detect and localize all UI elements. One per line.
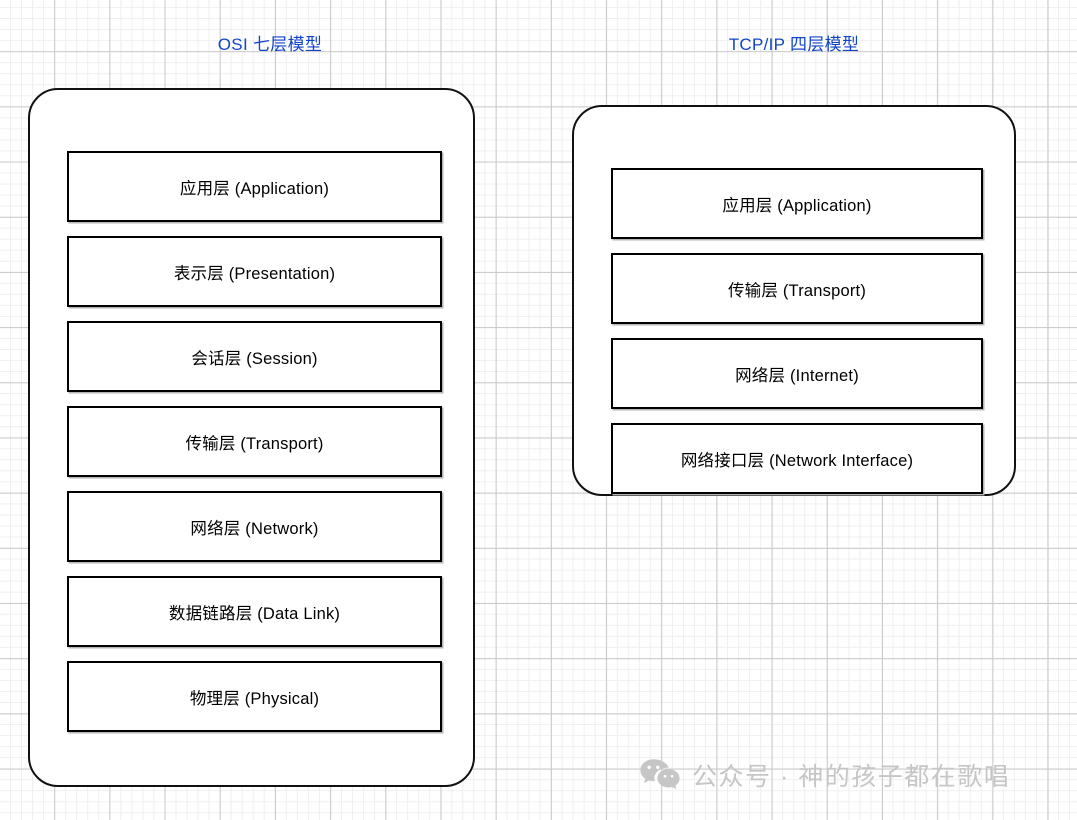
osi-layer-session[interactable]: 会话层 (Session)	[67, 321, 442, 392]
osi-model-title: OSI 七层模型	[217, 35, 323, 54]
osi-layer-data-link[interactable]: 数据链路层 (Data Link)	[67, 576, 442, 647]
osi-layer-list: 应用层 (Application) 表示层 (Presentation) 会话层…	[67, 151, 442, 732]
osi-layer-stack: 应用层 (Application) 表示层 (Presentation) 会话层…	[28, 88, 475, 787]
watermark-text: 公众号 · 神的孩子都在歌唱	[692, 763, 1011, 791]
tcpip-layer-network-interface[interactable]: 网络接口层 (Network Interface)	[611, 423, 983, 494]
tcpip-model-title: TCP/IP 四层模型	[728, 35, 860, 54]
tcpip-layer-application[interactable]: 应用层 (Application)	[611, 168, 983, 239]
tcpip-layer-transport[interactable]: 传输层 (Transport)	[611, 253, 983, 324]
tcpip-layer-internet[interactable]: 网络层 (Internet)	[611, 338, 983, 409]
osi-layer-transport[interactable]: 传输层 (Transport)	[67, 406, 442, 477]
tcpip-layer-list: 应用层 (Application) 传输层 (Transport) 网络层 (I…	[611, 168, 983, 494]
watermark: 公众号 · 神的孩子都在歌唱	[640, 757, 1010, 793]
wechat-icon	[640, 759, 680, 790]
osi-layer-network[interactable]: 网络层 (Network)	[67, 491, 442, 562]
osi-layer-application[interactable]: 应用层 (Application)	[67, 151, 442, 222]
osi-layer-presentation[interactable]: 表示层 (Presentation)	[67, 236, 442, 307]
osi-layer-physical[interactable]: 物理层 (Physical)	[67, 661, 442, 732]
tcpip-layer-stack: 应用层 (Application) 传输层 (Transport) 网络层 (I…	[572, 105, 1016, 496]
